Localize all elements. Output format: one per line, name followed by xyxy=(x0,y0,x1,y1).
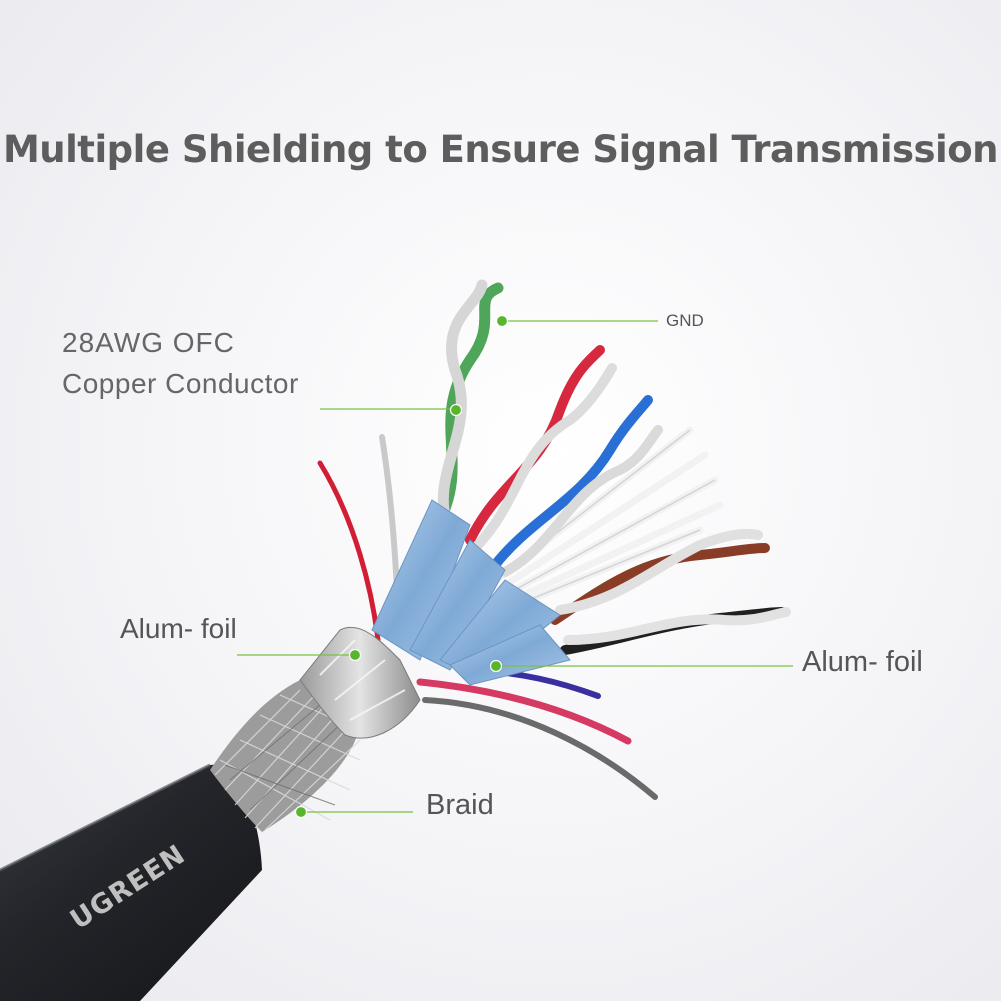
leader-lines xyxy=(237,320,793,813)
foil-left-marker-dot xyxy=(348,648,362,662)
green-twisted-pair xyxy=(434,279,504,531)
gnd-label: GND xyxy=(666,311,704,330)
conductor-label-line2: Copper Conductor xyxy=(62,368,299,399)
brown-twisted-pair xyxy=(550,528,770,625)
alum-foil-left-label: Alum- foil xyxy=(120,613,237,644)
gnd-marker-dot xyxy=(495,314,509,328)
red-wire-loose xyxy=(317,460,381,643)
blue-twisted-pair xyxy=(490,395,663,577)
alum-foil-right-label: Alum- foil xyxy=(802,646,923,678)
foil-right-marker-dot xyxy=(489,659,503,673)
pink-wire xyxy=(416,678,632,745)
cable-jacket xyxy=(0,764,262,1001)
braid-marker-dot xyxy=(294,805,308,819)
leader-dots xyxy=(294,314,509,819)
conductor-label-line1: 28AWG OFC xyxy=(62,327,235,358)
braid-shield xyxy=(210,680,371,832)
gray-wire-lower xyxy=(422,697,658,800)
page-title: Multiple Shielding to Ensure Signal Tran… xyxy=(2,128,999,171)
black-twisted-pair xyxy=(560,607,791,655)
braid-label: Braid xyxy=(426,789,494,821)
alum-foil-pair-shields xyxy=(371,499,571,686)
red-twisted-pair xyxy=(465,345,617,550)
conductor-marker-dot xyxy=(449,403,463,417)
